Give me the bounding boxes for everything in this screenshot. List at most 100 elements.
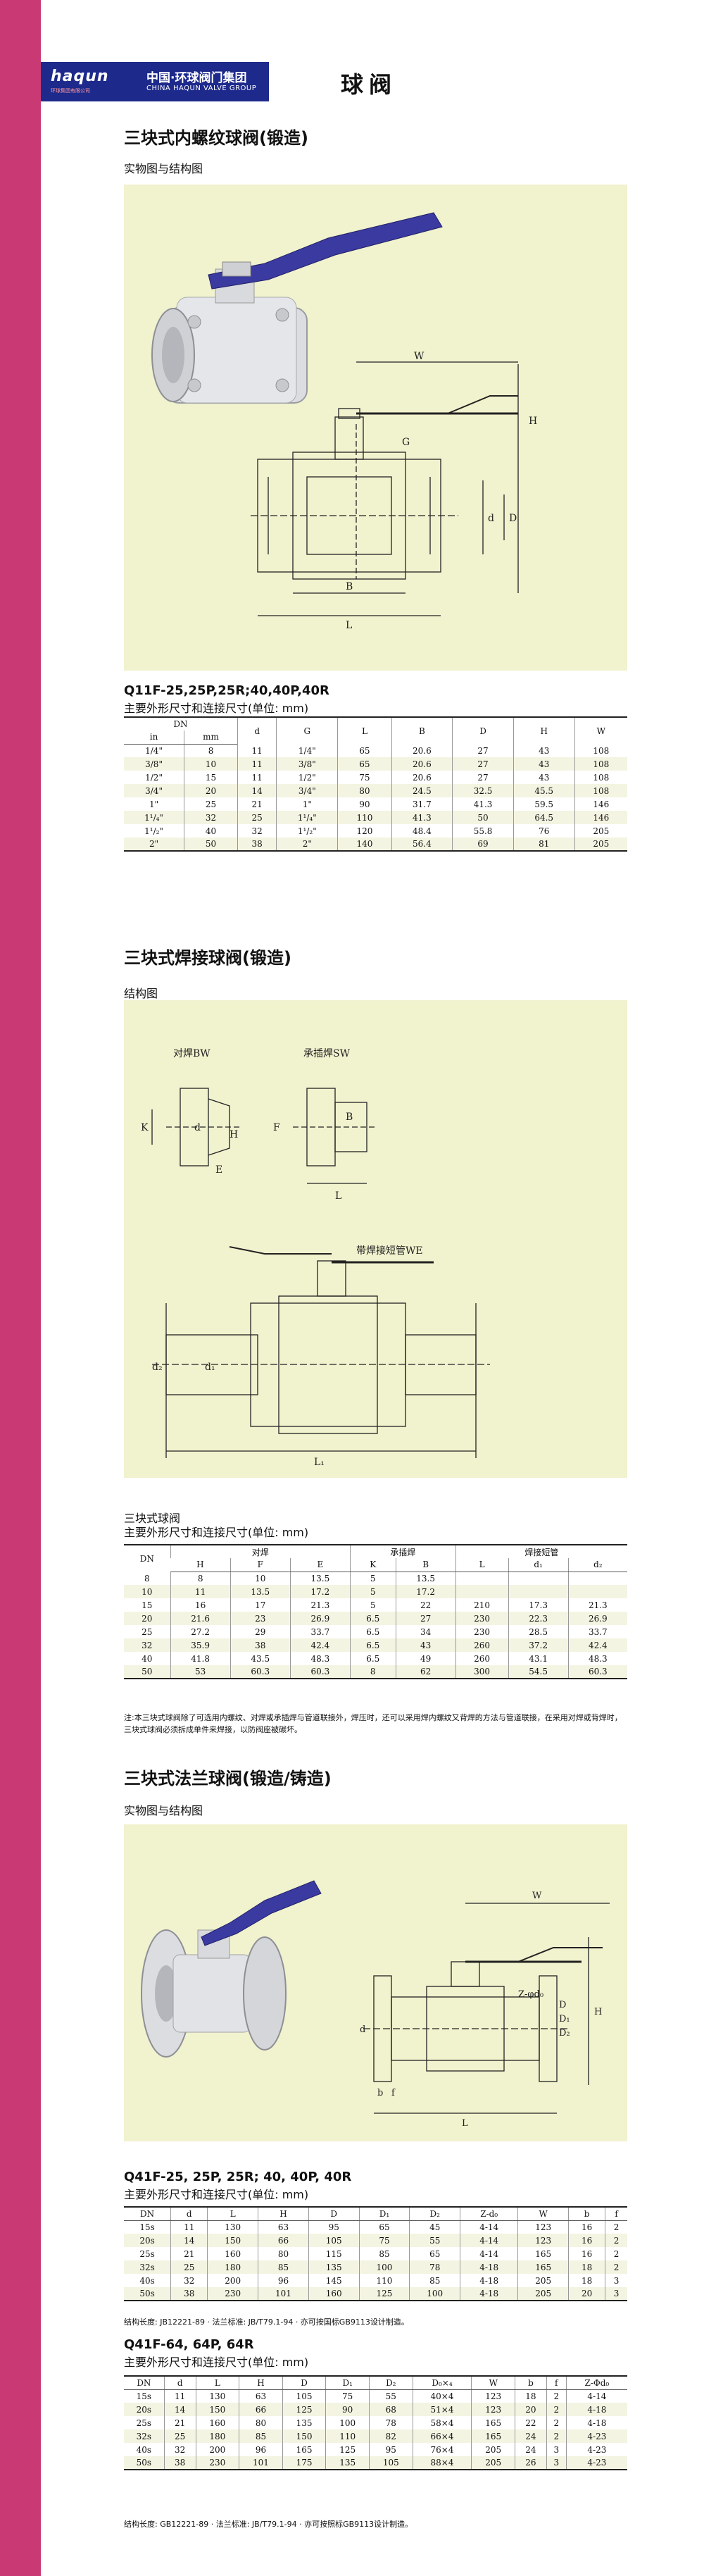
table-cell: 38: [237, 838, 277, 852]
table-header: in: [124, 730, 184, 745]
table-cell: 1/2": [145, 772, 163, 783]
table-cell: 8: [170, 1572, 231, 1585]
table-cell: 55: [368, 2389, 413, 2403]
table-header: 对焊: [170, 1544, 351, 1558]
table-cell: 25s: [136, 2418, 152, 2428]
company-name-en: CHINA HAQUN VALVE GROUP: [146, 85, 257, 92]
table-cell: 38: [163, 2456, 196, 2470]
table-cell: 140: [337, 838, 392, 852]
flanged-valve-photo: [141, 1880, 322, 2058]
table-cell: 64.5: [513, 811, 575, 824]
table-cell: 27: [452, 757, 514, 771]
dim-H: H: [529, 416, 537, 427]
table-cell: 108: [574, 784, 627, 797]
table-cell: 82: [368, 2429, 413, 2443]
table-cell: 22: [515, 2416, 547, 2429]
table-cell: 90: [325, 2403, 370, 2416]
table-cell: 1/4": [145, 745, 163, 756]
table-cell: 26.9: [567, 1612, 627, 1625]
table-header: DN: [124, 2375, 165, 2390]
table-cell: 40s: [136, 2444, 152, 2455]
section3-model-2: Q41F-64, 64P, 64R: [124, 2337, 254, 2352]
table-cell: 50s: [124, 2456, 165, 2470]
table-cell: 54.5: [508, 1665, 569, 1679]
table-header: E: [289, 1558, 351, 1572]
welded-valve-body: [152, 1246, 490, 1458]
table-cell: 24: [515, 2443, 547, 2456]
table-cell: 85: [258, 2260, 309, 2274]
table-cell: 45: [409, 2220, 460, 2234]
table-cell: 60.3: [567, 1665, 627, 1679]
valve-photo: [151, 212, 443, 404]
table-cell: 50: [124, 1665, 171, 1679]
table-header: DN: [124, 2206, 171, 2221]
table-header: H: [258, 2206, 309, 2221]
table-cell: 60.3: [230, 1665, 291, 1679]
table-header: H: [170, 1558, 231, 1572]
table-cell: 75: [358, 2234, 410, 2247]
table-header: f: [546, 2375, 567, 2390]
table-header: D: [452, 716, 514, 744]
table-cell: 180: [207, 2260, 258, 2274]
table-cell: 42.4: [567, 1638, 627, 1652]
table-header: L: [195, 2375, 239, 2390]
table-cell: 48.4: [391, 824, 453, 838]
butt-weld-detail: [151, 1088, 240, 1166]
dim-D1: D₁: [559, 2014, 570, 2024]
table-cell: 6.5: [349, 1638, 396, 1652]
brand-logo: haqun: [51, 68, 109, 85]
table-header: B: [391, 716, 453, 744]
table-cell: 80: [337, 784, 392, 797]
table-cell: 66: [258, 2234, 309, 2247]
table-cell: 20.6: [391, 757, 453, 771]
dim-b: b: [377, 2088, 383, 2098]
table-cell: 21: [237, 797, 277, 811]
table-cell: 105: [308, 2234, 360, 2247]
table-cell: 2: [546, 2416, 567, 2429]
table-cell: 23: [230, 1612, 291, 1625]
table-cell: 3/4": [276, 784, 338, 797]
table-cell: 50: [452, 811, 514, 824]
table-cell: 95: [368, 2443, 413, 2456]
table-cell: 160: [207, 2247, 258, 2260]
company-name-cn: 中国·环球阀门集团: [146, 71, 247, 85]
table-cell: [455, 1585, 509, 1598]
table-cell: 4-18: [460, 2260, 518, 2274]
table-cell: 2: [605, 2234, 627, 2247]
table-cell: 43: [395, 1638, 456, 1652]
table-cell: 6.5: [349, 1612, 396, 1625]
table-cell: 20: [515, 2403, 547, 2416]
table-cell: 105: [282, 2389, 326, 2403]
table-cell: 11: [237, 757, 277, 771]
table-cell: 50: [184, 838, 238, 852]
table-cell: 2: [546, 2403, 567, 2416]
table-cell: 27.2: [170, 1625, 231, 1638]
table-cell: 65: [337, 744, 392, 757]
table-cell: 123: [471, 2403, 515, 2416]
table-cell: 8: [144, 1573, 150, 1583]
butt-weld-label: 对焊BW: [173, 1048, 210, 1059]
table-cell: 165: [517, 2260, 569, 2274]
dim-D2: D₂: [559, 2028, 570, 2039]
table-cell: 88×4: [412, 2456, 472, 2470]
table-cell: 175: [282, 2456, 326, 2470]
table-cell: 34: [395, 1625, 456, 1638]
table-cell: 95: [308, 2220, 360, 2234]
table-cell: 80: [239, 2416, 283, 2429]
table-cell: 150: [207, 2234, 258, 2247]
table-cell: 37.2: [508, 1638, 569, 1652]
table-cell: 25: [170, 2260, 208, 2274]
table-cell: 31.7: [391, 797, 453, 811]
table-cell: 260: [455, 1652, 509, 1665]
dim-H: H: [230, 1129, 238, 1140]
